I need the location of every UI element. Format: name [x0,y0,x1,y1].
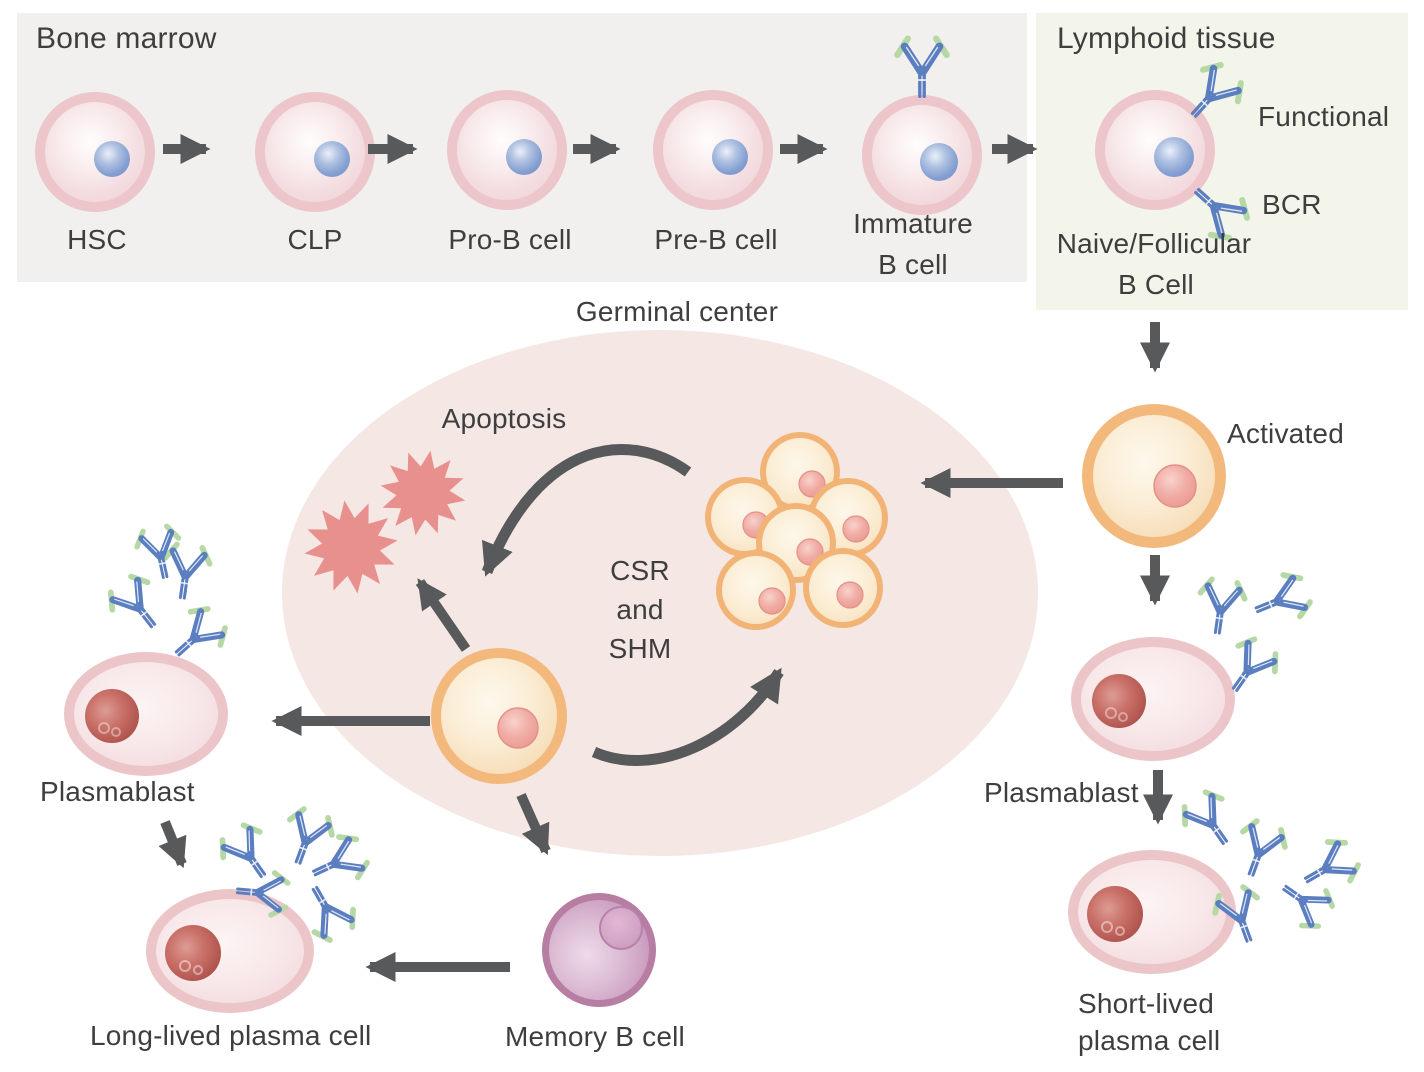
pro-b-cell [447,90,567,210]
plasmablast-left-label: Plasmablast [40,776,195,807]
functional-label: Functional [1258,101,1390,132]
activated-b-cell [1082,404,1226,548]
immature-label-line2: B cell [878,249,948,280]
antibody-icon [277,806,337,872]
csr-label-line1: CSR [610,555,670,586]
arrow-gc-to-memory [516,792,551,856]
plasmablast-right-cell [1071,637,1235,761]
cluster-cell [803,548,883,628]
immature-b-cell [862,95,982,215]
nucleus [1154,137,1194,177]
memory-b-cell [542,893,656,1007]
arrow-gc-to-apoptosis [415,578,471,652]
antibody-icon [1177,787,1244,857]
lymphoid-tissue-region [1036,13,1408,310]
plasmablast-left-cell [64,652,228,776]
naive-label-line1: Naive/Follicular [1056,228,1252,259]
csr-label-line2: and [616,594,664,625]
nucleus [1087,886,1143,942]
nucleus [94,141,130,177]
lymphoid-tissue-label: Lymphoid tissue [1057,22,1276,55]
process-arrows [158,134,1173,982]
memory-label: Memory B cell [505,1021,685,1052]
antibody-icon [1195,578,1247,637]
long-lived-label: Long-lived plasma cell [90,1020,372,1051]
pro-b-label: Pro-B cell [448,224,572,255]
bcr-label: BCR [1262,189,1322,220]
short-lived-label-line2: plasma cell [1078,1025,1221,1056]
plasmablast-right-label: Plasmablast [984,777,1139,808]
hsc-cell [35,92,155,212]
antibody-icon [160,543,212,602]
antibody-icon [1230,818,1290,884]
proliferating-b-cell-cluster [705,432,888,630]
apoptosis-label: Apoptosis [441,403,567,434]
antibody-icon [1247,570,1313,632]
bone-marrow-label: Bone marrow [36,22,217,55]
nucleus [712,139,748,175]
nucleus [165,925,221,981]
long-lived-plasma-cell [146,889,314,1013]
clp-cell [255,92,375,212]
arrow-cluster-to-apoptosis-curve [481,443,692,577]
nucleus [1153,464,1197,508]
nucleus [506,139,542,175]
short-lived-plasma-cell [1068,850,1236,974]
arrow-plasmablast-to-longlived [158,820,187,869]
germinal-center-b-cell [431,648,567,784]
arrow-gc-to-cluster-curve [591,667,784,766]
pre-b-label: Pre-B cell [654,224,778,255]
nucleus [920,143,958,181]
germinal-center-region [282,330,1038,856]
csr-label-line3: SHM [608,633,672,664]
cluster-cell [716,550,796,630]
antibody-icon [215,820,282,890]
activated-label: Activated [1227,418,1344,449]
immature-label-line1: Immature [853,208,973,239]
nucleus [314,141,350,177]
nucleus [1092,674,1146,728]
naive-label-line2: B Cell [1118,269,1194,300]
germinal-center-label: Germinal center [575,296,779,327]
antibody-icon [134,524,186,583]
clp-label: CLP [287,224,343,255]
nucleus [85,689,139,743]
hsc-label: HSC [67,224,127,255]
antibody-icon [103,571,171,641]
pre-b-cell [653,90,773,210]
nucleus [599,906,643,950]
short-lived-label-line1: Short-lived [1078,988,1215,1019]
naive-follicular-b-cell [1095,90,1215,210]
nucleus [497,707,539,749]
